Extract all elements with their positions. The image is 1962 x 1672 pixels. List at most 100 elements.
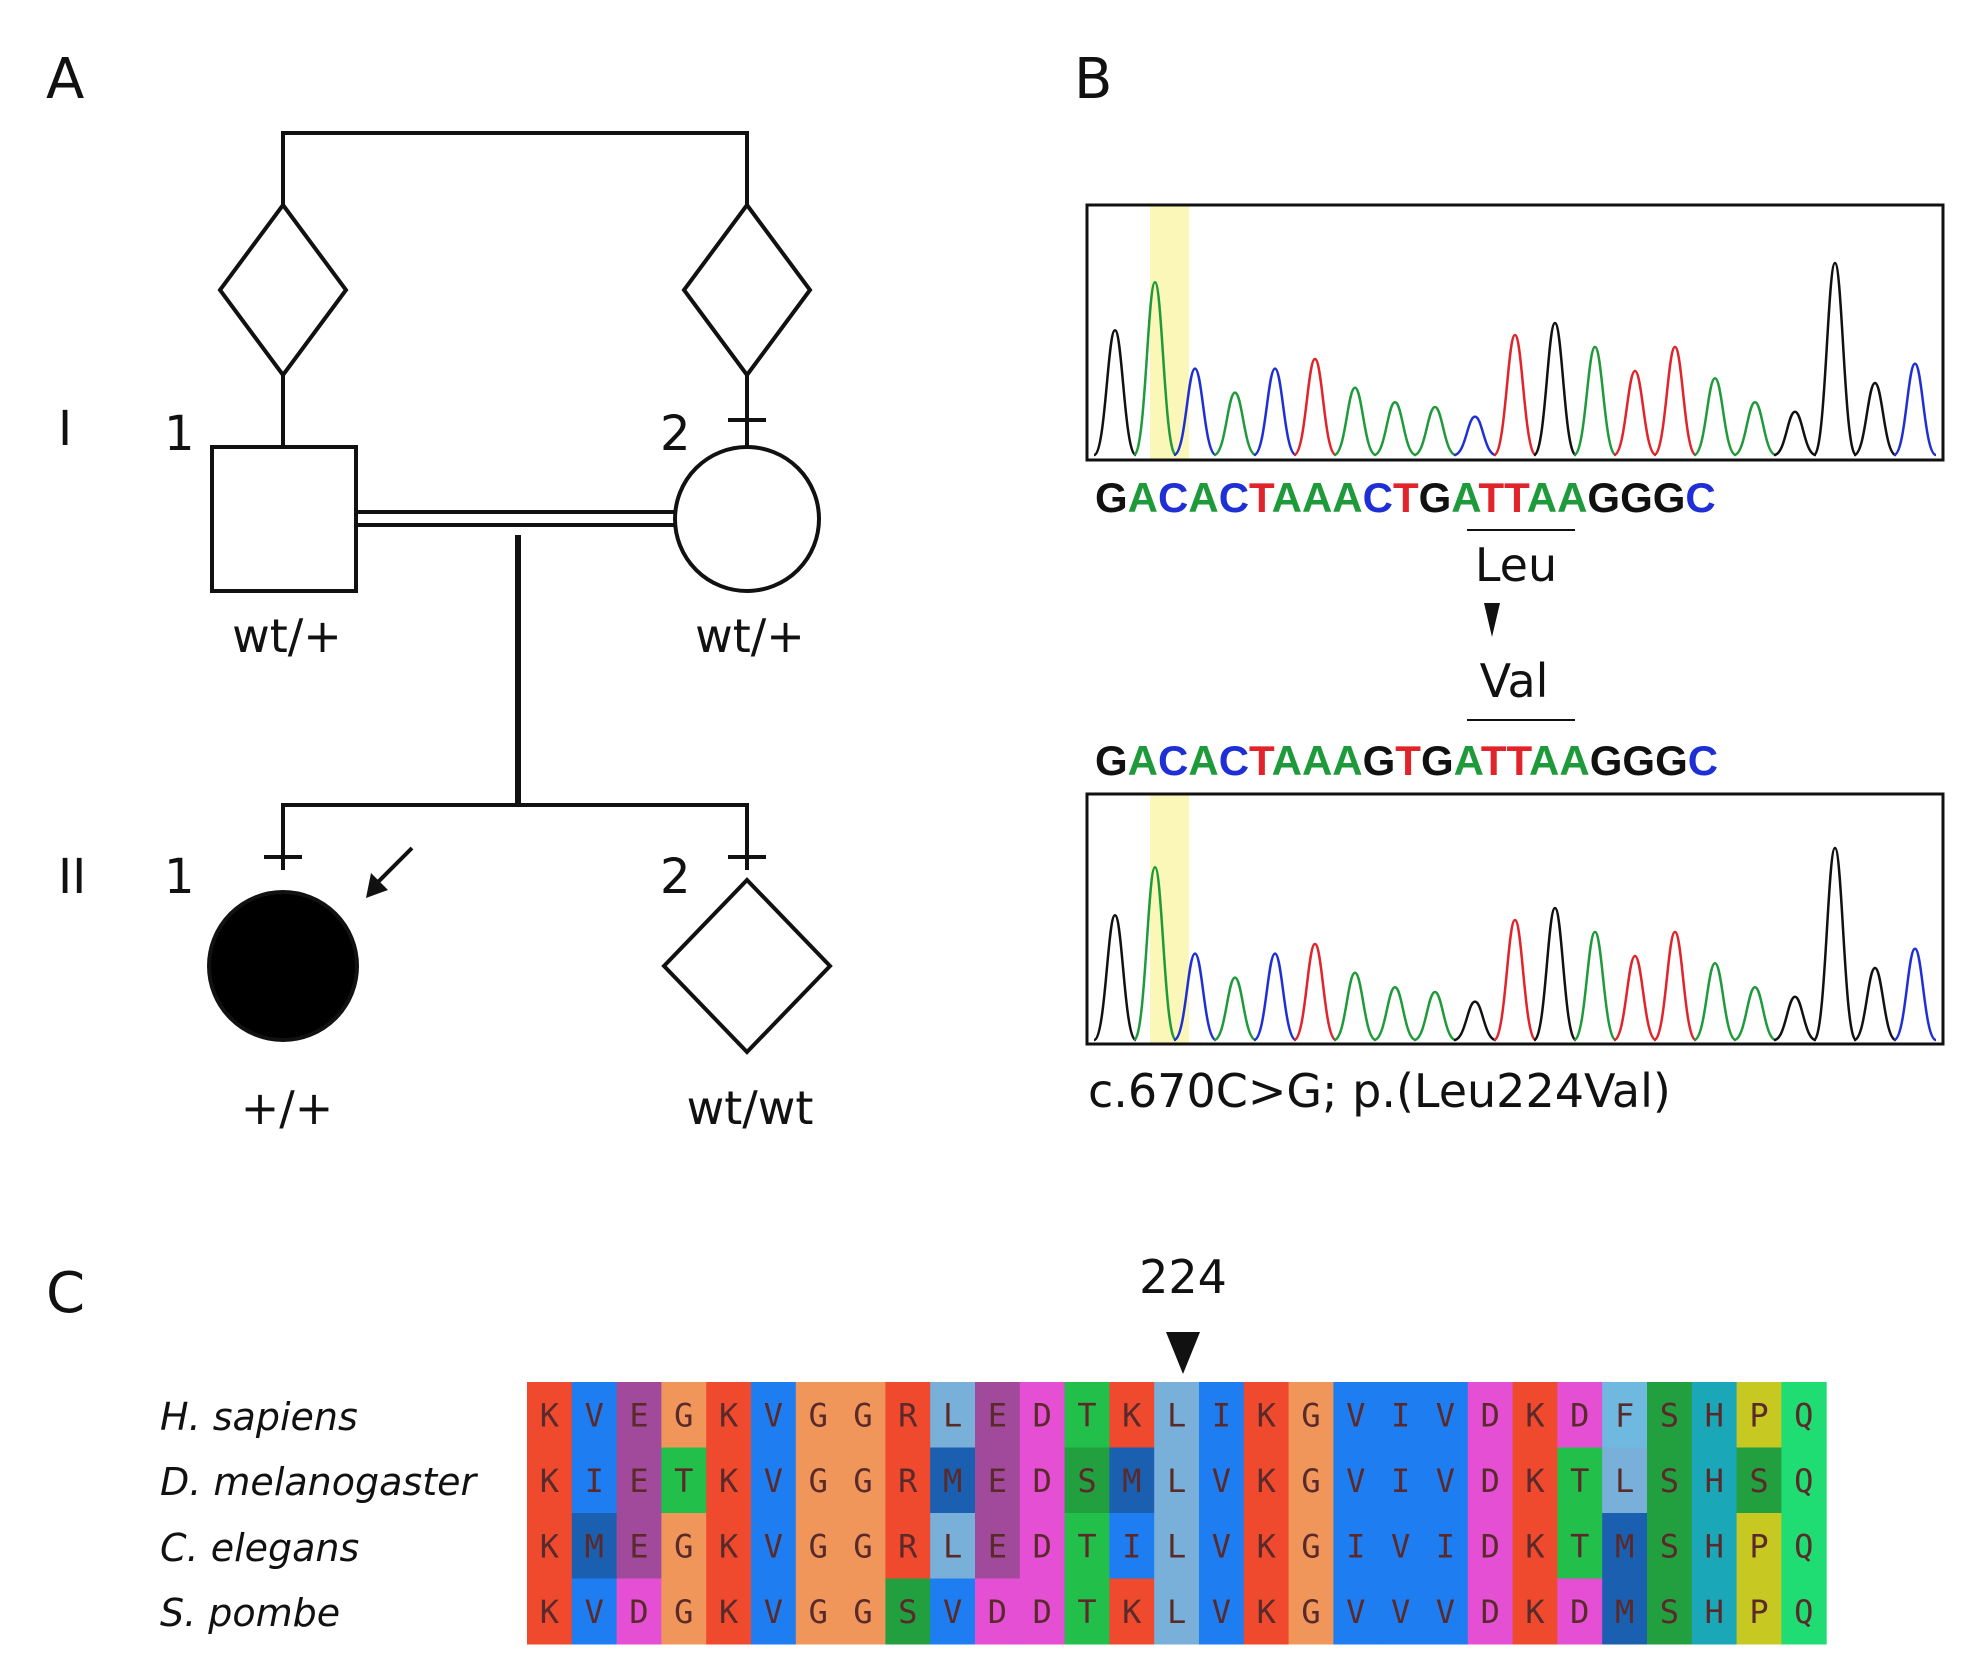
alignment-cell: [795, 1513, 842, 1579]
alignment-cell: [661, 1578, 707, 1645]
alignment-residue: T: [1570, 1528, 1589, 1566]
individual-number-ii2: 2: [660, 849, 691, 905]
alignment-residue: K: [719, 1462, 739, 1500]
mutant-base: T: [1249, 737, 1275, 784]
reference-base: G: [1419, 474, 1452, 521]
reference-base: G: [1620, 474, 1653, 521]
reference-base: T: [1479, 474, 1505, 521]
mutant-peak: [1733, 985, 1777, 1042]
alignment-residue: K: [540, 1528, 560, 1566]
grandparent-right-diamond: [681, 201, 813, 379]
alignment-residue: G: [674, 1397, 693, 1435]
alignment-residue: D: [1481, 1593, 1500, 1631]
alignment-cell: [1288, 1382, 1334, 1448]
reference-base: T: [1504, 474, 1530, 521]
alignment-cell: [1512, 1382, 1558, 1448]
alignment-residue: H: [1705, 1528, 1724, 1566]
alignment-residue: K: [1525, 1462, 1545, 1500]
species-label: D. melanogaster: [160, 1460, 478, 1504]
alignment-cell: [1691, 1382, 1738, 1448]
alignment-residue: H: [1705, 1397, 1724, 1435]
reference-peak: [1092, 328, 1138, 457]
alignment-residue: G: [674, 1593, 693, 1631]
mutant-base: A: [1529, 737, 1559, 784]
alignment-residue: I: [585, 1462, 604, 1500]
alignment-cell: [1736, 1382, 1782, 1448]
alignment-residue: L: [1167, 1397, 1186, 1435]
reference-base: G: [1653, 474, 1686, 521]
alignment-cell: [1647, 1578, 1693, 1645]
alignment-cell: [1019, 1513, 1066, 1579]
alignment-residue: V: [1212, 1593, 1231, 1631]
alignment-cell: [1019, 1578, 1066, 1645]
alignment-residue: K: [1257, 1528, 1277, 1566]
alignment-residue: V: [943, 1593, 962, 1631]
alignment-cell: [571, 1513, 618, 1579]
mutant-peak: [1292, 942, 1338, 1042]
reference-base: A: [1128, 474, 1158, 521]
reference-base: A: [1188, 474, 1218, 521]
alignment-residue: V: [1212, 1462, 1231, 1500]
reference-peak: [1173, 367, 1217, 457]
genotype-i2: wt/+: [695, 609, 805, 663]
individual-ii2-diamond: [661, 877, 833, 1055]
chromatogram-frame-mutant: [1085, 792, 1945, 1046]
mutant-peak: [1652, 930, 1698, 1042]
individual-ii1-affected-circle: [207, 890, 359, 1042]
reference-peak: [1652, 345, 1698, 457]
reference-peak: [1333, 386, 1377, 457]
proband-arrow-icon: [366, 846, 414, 898]
mutant-base: A: [1332, 737, 1362, 784]
alignment-residue: V: [1436, 1397, 1455, 1435]
alignment-residue: K: [1257, 1397, 1277, 1435]
reference-peak: [1492, 333, 1538, 457]
mutant-base: C: [1219, 737, 1249, 784]
alignment-cell: [1199, 1513, 1245, 1579]
alignment-cell: [930, 1513, 976, 1579]
alignment-cell: [840, 1513, 886, 1579]
reference-base: T: [1393, 474, 1419, 521]
alignment-cell: [1199, 1578, 1245, 1645]
alignment-residue: I: [1212, 1397, 1231, 1435]
alignment-residue: V: [764, 1397, 783, 1435]
alignment-cell: [1602, 1578, 1648, 1645]
alignment-cell: [751, 1578, 797, 1645]
alignment-residue: D: [988, 1593, 1007, 1631]
alignment-cell: [885, 1447, 931, 1514]
alignment-residue: V: [764, 1528, 783, 1566]
alignment-cell: [1647, 1447, 1693, 1514]
alignment-cell: [1154, 1578, 1200, 1645]
alignment-residue: V: [585, 1397, 604, 1435]
reference-peak: [1413, 405, 1457, 457]
alignment-cell: [706, 1382, 752, 1448]
alignment-residue: S: [1660, 1593, 1679, 1631]
mutant-base: G: [1421, 737, 1454, 784]
alignment-residue: G: [853, 1593, 872, 1631]
alignment-cell: [1064, 1578, 1110, 1645]
alignment-cell: [1467, 1382, 1514, 1448]
alignment-cell: [1512, 1578, 1558, 1645]
alignment-residue: V: [1391, 1593, 1410, 1631]
alignment-residue: D: [1570, 1593, 1589, 1631]
alignment-cell: [975, 1447, 1021, 1514]
alignment-cell: [975, 1382, 1021, 1448]
alignment-residue: M: [943, 1462, 962, 1500]
alignment-residue: G: [809, 1593, 828, 1631]
generation-label-i: I: [58, 401, 72, 457]
reference-base: C: [1219, 474, 1249, 521]
alignment-cell: [527, 1578, 573, 1645]
alignment-cell: [1736, 1513, 1782, 1579]
alignment-cell: [1423, 1382, 1469, 1448]
alignment-cell: [1019, 1382, 1066, 1448]
alignment-cell: [930, 1578, 976, 1645]
alignment-cell: [1467, 1513, 1514, 1579]
grandparent-link: [281, 131, 749, 208]
mutant-base: T: [1481, 737, 1507, 784]
alignment-residue: M: [1615, 1528, 1634, 1566]
alignment-residue: G: [853, 1462, 872, 1500]
alignment-cell: [1333, 1578, 1379, 1645]
reference-base: A: [1272, 474, 1302, 521]
alignment-cell: [527, 1447, 573, 1514]
genotype-ii1: +/+: [241, 1081, 334, 1135]
mutant-peak: [1333, 971, 1377, 1042]
